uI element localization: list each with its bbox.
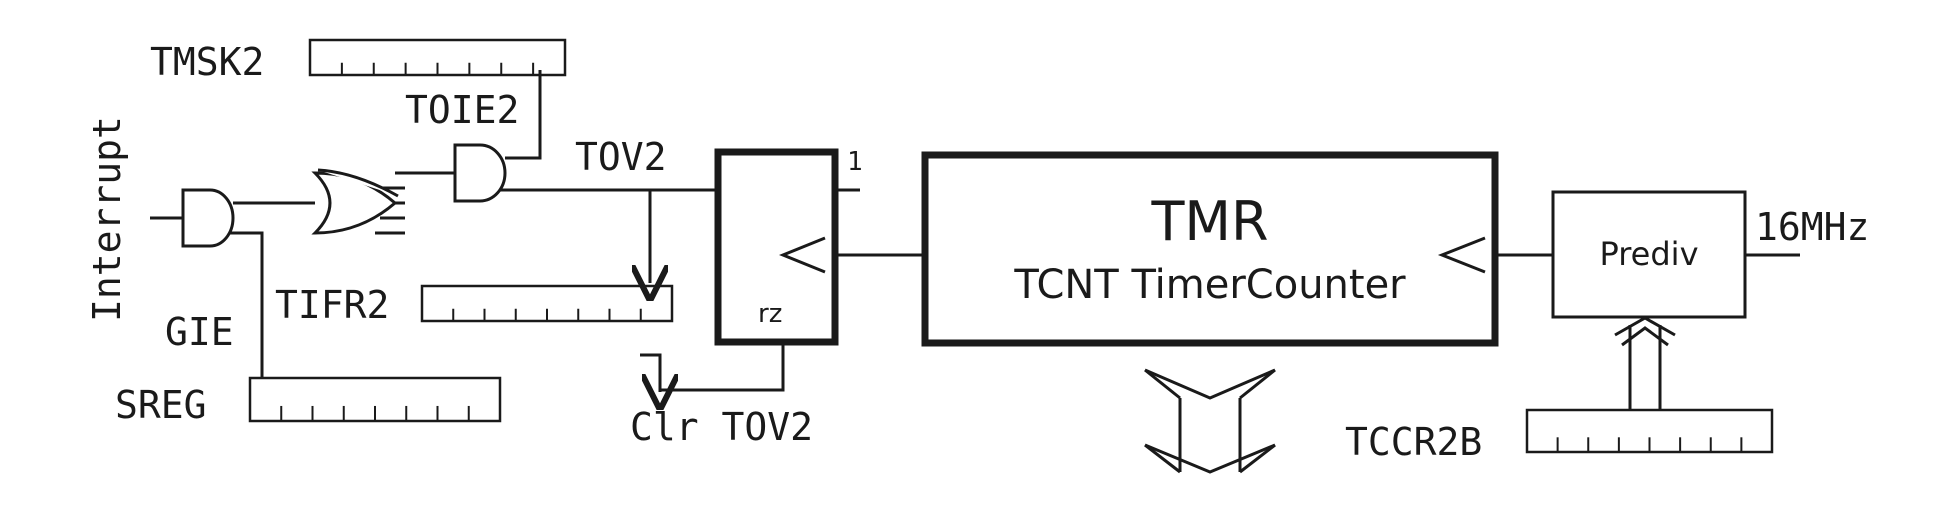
clr-tov2-label: Clr TOV2 — [630, 405, 813, 449]
tmr-bus-bottom-left — [1144, 368, 1181, 400]
tmr-box — [921, 151, 1499, 347]
tmr-title: TMR — [1150, 190, 1268, 253]
tcnt-subtitle: TCNT TimerCounter — [1013, 262, 1406, 308]
tccr2b-label: TCCR2B — [1345, 420, 1482, 464]
tmr-bus-top — [1144, 443, 1276, 474]
gie-label: GIE — [165, 310, 234, 354]
toie2-wire — [505, 70, 542, 160]
toie2-label: TOIE2 — [405, 88, 519, 132]
tmr-bus-top-left — [1144, 443, 1181, 474]
tmsk2-register — [308, 38, 567, 77]
prediv-label: Prediv — [1599, 235, 1698, 273]
tmsk2-label: TMSK2 — [150, 40, 264, 84]
set-input-label: 1 — [847, 147, 863, 177]
sreg-register — [248, 376, 502, 423]
or-gate-top-curve — [317, 168, 399, 198]
tifr2-label: TIFR2 — [275, 283, 389, 327]
interrupt-label: Interrupt — [85, 116, 129, 322]
tmr-bus-bottom-right — [1239, 368, 1276, 400]
prediv-box — [1551, 190, 1747, 319]
flip-flop-clock-icon — [779, 236, 826, 274]
tov2-label: TOV2 — [575, 135, 667, 179]
frequency-label: 16MHz — [1755, 205, 1869, 249]
tmr-bus-top-right — [1239, 443, 1276, 474]
and-gate-gie — [181, 188, 235, 248]
tccr2b-register — [1525, 408, 1774, 454]
tmr-clock-icon — [1437, 236, 1486, 274]
tccr2b-bus-arrowhead-inner — [1621, 326, 1669, 347]
tmr-bus-bottom — [1144, 368, 1276, 400]
sreg-label: SREG — [115, 383, 207, 427]
tov2-flip-flop — [714, 148, 839, 346]
gie-wire — [183, 231, 264, 378]
and-gate-toie2 — [453, 143, 507, 203]
tifr2-register — [420, 284, 674, 323]
rz-label: rz — [758, 299, 782, 329]
